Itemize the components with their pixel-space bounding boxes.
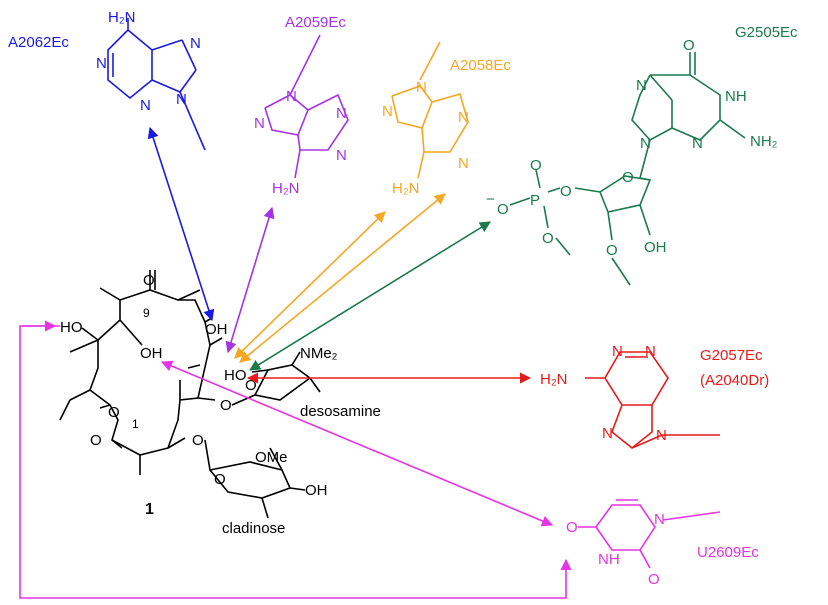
nitrogen-label: N [602, 425, 613, 442]
amine-label: H₂N [272, 180, 300, 197]
nitrogen-label: N [336, 147, 347, 164]
residue-label-a2058: A2058Ec [450, 57, 511, 74]
oxygen-label: O [220, 397, 232, 414]
hydroxyl-label: HO [60, 319, 83, 336]
residue-label-a2062: A2062Ec [8, 34, 69, 51]
oxygen-label: O [245, 377, 257, 394]
nitrogen-label: N [336, 105, 347, 122]
oxygen-label: O [542, 230, 554, 247]
amine-label: H₂N [392, 180, 420, 197]
nh-label: NH [598, 551, 620, 568]
residue-label-u2609: U2609Ec [697, 544, 759, 561]
residue-label-a2059: A2059Ec [285, 14, 346, 31]
charge-label: − [486, 191, 495, 208]
uracil-u2609 [578, 499, 721, 569]
nitrogen-label: N [656, 427, 667, 444]
nitrogen-label: N [458, 155, 469, 172]
nitrogen-label: N [692, 135, 703, 152]
oxygen-label: O [606, 242, 618, 259]
nitrogen-label: N [254, 115, 265, 132]
hydroxyl-label: OH [305, 482, 328, 499]
nitrogen-label: N [416, 79, 427, 96]
desosamine-label: desosamine [300, 403, 381, 420]
hydroxyl-label: OH [205, 321, 228, 338]
amine-label: H₂N [540, 371, 568, 388]
oxygen-label: O [648, 571, 660, 588]
adenine-a2059 [264, 34, 349, 179]
residue-label-g2505: G2505Ec [735, 24, 798, 41]
nitrogen-label: N [654, 511, 665, 528]
phosphorus-label: P [530, 192, 540, 209]
methoxy-label: OMe [255, 449, 288, 466]
dimethylamine-label: NMe₂ [300, 345, 338, 362]
hydroxyl-label: OH [644, 239, 667, 256]
oxygen-label: O [560, 183, 572, 200]
adenine-a2062 [107, 18, 206, 151]
cladinose-label: cladinose [222, 520, 285, 537]
oxygen-label: O [90, 432, 102, 449]
oxygen-label: O [108, 404, 120, 421]
interaction-arrow-u2609 [160, 360, 554, 527]
nitrogen-label: N [645, 343, 656, 360]
nitrogen-label: N [176, 91, 187, 108]
carbon-number-9: 9 [143, 306, 150, 320]
nitrogen-label: N [458, 109, 469, 126]
interaction-arrow-g2505 [249, 221, 491, 371]
compound-number: 1 [145, 501, 154, 518]
interaction-arrow-a2058-1 [234, 211, 386, 359]
oxygen-label: O [683, 37, 695, 54]
oxygen-label: O [566, 519, 578, 536]
adenine-g2057 [585, 351, 720, 450]
nitrogen-label: N [640, 135, 651, 152]
interaction-arrow-a2059 [225, 206, 275, 354]
oxygen-label: O [530, 157, 542, 174]
amine-label: NH₂ [750, 133, 778, 150]
hydroxyl-label: HO [224, 367, 247, 384]
oxygen-label: O [497, 201, 509, 218]
hydroxyl-label: OH [140, 345, 163, 362]
oxygen-label: O [192, 432, 204, 449]
nitrogen-label: N [636, 77, 647, 94]
nitrogen-label: N [190, 35, 201, 52]
interaction-arrow-a2058-2 [239, 193, 446, 363]
amine-label: H₂N [108, 9, 136, 26]
adenine-a2058 [391, 41, 469, 179]
nitrogen-label: N [382, 103, 393, 120]
oxygen-label: O [214, 471, 226, 488]
nitrogen-label: N [612, 343, 623, 360]
guanosine-g2505 [509, 52, 746, 286]
nitrogen-label: N [96, 55, 107, 72]
nh-label: NH [725, 88, 747, 105]
interaction-arrow-u2609-loop [19, 325, 572, 599]
interaction-arrow-a2062 [147, 126, 215, 322]
oxygen-label: O [622, 169, 634, 186]
nitrogen-label: N [140, 97, 151, 114]
residue-label-g2057: G2057Ec [700, 347, 763, 364]
nitrogen-label: N [286, 88, 297, 105]
residue-label-a2040: (A2040Dr) [700, 372, 769, 389]
carbon-number-1: 1 [132, 417, 139, 431]
oxygen-label: O [143, 272, 155, 289]
